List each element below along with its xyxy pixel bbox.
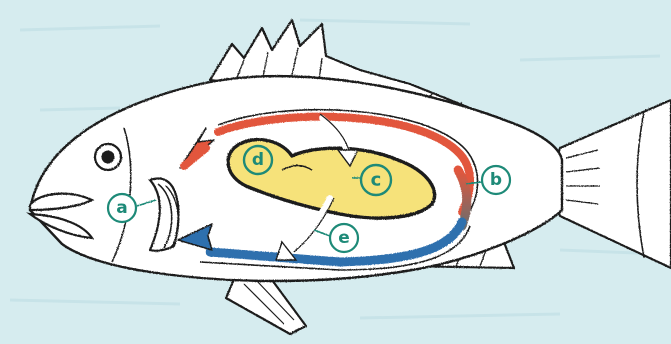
label-marker-d: d: [244, 146, 272, 174]
label-marker-c: c: [361, 165, 391, 195]
eye-pupil: [102, 151, 115, 164]
label-marker-b: b: [482, 166, 510, 194]
label-a: a: [116, 198, 127, 218]
label-b: b: [490, 170, 502, 190]
label-marker-e: e: [330, 224, 358, 252]
label-d: d: [252, 150, 264, 170]
label-e: e: [338, 228, 350, 248]
label-marker-a: a: [108, 194, 136, 222]
label-c: c: [371, 170, 382, 191]
